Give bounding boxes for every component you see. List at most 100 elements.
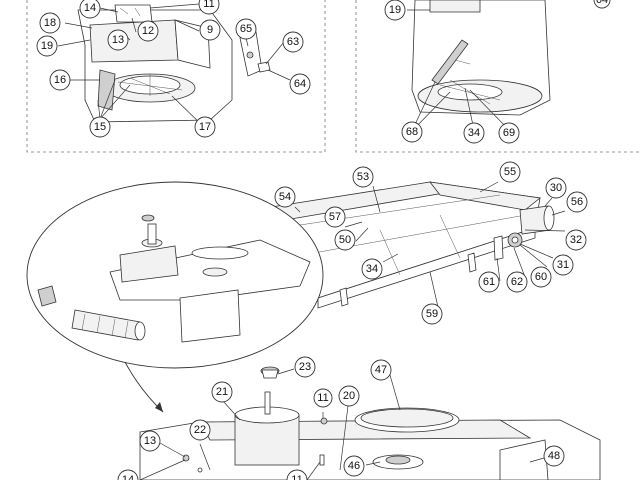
callout-label: 62 xyxy=(511,276,523,288)
callout-label: 57 xyxy=(329,211,341,223)
callout-circle xyxy=(39,12,61,34)
callout-circle xyxy=(211,381,233,403)
callout-label: 12 xyxy=(142,25,154,37)
callout-circle xyxy=(506,271,528,293)
callout-label: 46 xyxy=(348,460,360,472)
callout-label: 15 xyxy=(94,121,106,133)
callout-label: 18 xyxy=(44,17,56,29)
callout-circle xyxy=(137,20,159,42)
leader-lines xyxy=(57,3,566,480)
callout-30: 30 xyxy=(545,177,567,199)
callout-65: 65 xyxy=(235,18,257,40)
callout-17: 17 xyxy=(194,116,216,138)
callout-circle xyxy=(352,166,374,188)
callout-circle xyxy=(370,359,392,381)
callout-label: 34 xyxy=(366,263,378,275)
callout-circle xyxy=(384,0,406,21)
callout-9: 9 xyxy=(199,19,221,41)
callout-62: 62 xyxy=(506,271,528,293)
callout-circle xyxy=(139,430,161,452)
callout-circle xyxy=(343,455,365,477)
callout-label: 64 xyxy=(294,78,306,90)
callout-label: 31 xyxy=(557,259,569,271)
callout-59: 59 xyxy=(421,303,443,325)
callout-circle xyxy=(530,266,552,288)
callout-11: 11 xyxy=(313,388,333,408)
callout-label: 23 xyxy=(299,361,311,373)
callout-circle xyxy=(198,0,220,15)
callout-68: 68 xyxy=(401,121,423,143)
callout-11: 11 xyxy=(286,469,308,480)
callout-53: 53 xyxy=(352,166,374,188)
callout-18: 18 xyxy=(39,12,61,34)
callout-circle xyxy=(79,0,101,19)
callout-circle xyxy=(421,303,443,325)
callout-19: 19 xyxy=(384,0,406,21)
callout-label: 16 xyxy=(54,74,66,86)
callout-label: 60 xyxy=(535,271,547,283)
callout-label: 65 xyxy=(240,23,252,35)
callout-50: 50 xyxy=(334,229,356,251)
callout-circle xyxy=(499,161,521,183)
callout-48: 48 xyxy=(543,445,565,467)
callout-circle xyxy=(282,31,304,53)
callout-circle xyxy=(401,121,423,143)
callout-label: 59 xyxy=(426,308,438,320)
callout-13: 13 xyxy=(139,430,161,452)
callout-label: 19 xyxy=(389,4,401,16)
callout-label: 19 xyxy=(41,40,53,52)
callout-47: 47 xyxy=(370,359,392,381)
callout-12: 12 xyxy=(137,20,159,42)
callout-circle xyxy=(552,254,574,276)
callout-circle xyxy=(194,116,216,138)
callout-64: 64 xyxy=(593,0,611,9)
callout-56: 56 xyxy=(566,191,588,213)
callout-label: 34 xyxy=(468,127,480,139)
callout-label: 11 xyxy=(317,392,328,404)
callout-57: 57 xyxy=(324,206,346,228)
callout-label: 14 xyxy=(84,2,96,14)
callout-61: 61 xyxy=(478,271,500,293)
callout-label: 20 xyxy=(343,390,355,402)
callout-label: 22 xyxy=(194,424,206,436)
callout-circle xyxy=(294,356,316,378)
callout-circle xyxy=(107,29,129,51)
callout-label: 55 xyxy=(504,166,516,178)
callout-31: 31 xyxy=(552,254,574,276)
callout-label: 11 xyxy=(291,474,302,480)
callout-label: 50 xyxy=(339,234,351,246)
callout-label: 9 xyxy=(207,24,213,36)
callout-32: 32 xyxy=(565,229,587,251)
callout-label: 64 xyxy=(596,0,608,6)
callout-64: 64 xyxy=(289,73,311,95)
callout-circle xyxy=(566,191,588,213)
callout-circle xyxy=(49,69,71,91)
callout-label: 17 xyxy=(199,121,211,133)
callout-69: 69 xyxy=(498,122,520,144)
callout-label: 11 xyxy=(203,0,214,10)
callout-label: 30 xyxy=(550,182,562,194)
callout-circle xyxy=(36,35,58,57)
callout-34: 34 xyxy=(463,122,485,144)
callout-circle xyxy=(199,19,221,41)
callout-label: 13 xyxy=(144,435,156,447)
callout-34: 34 xyxy=(361,258,383,280)
callout-label: 53 xyxy=(357,171,369,183)
callout-label: 21 xyxy=(216,386,228,398)
callout-label: 47 xyxy=(375,364,387,376)
callout-16: 16 xyxy=(49,69,71,91)
callout-label: 56 xyxy=(571,196,583,208)
callout-label: 69 xyxy=(503,127,515,139)
callout-circle xyxy=(324,206,346,228)
callout-55: 55 xyxy=(499,161,521,183)
callout-circle xyxy=(593,0,611,9)
detail-arrow xyxy=(124,361,164,413)
callout-circle xyxy=(89,116,111,138)
callout-15: 15 xyxy=(89,116,111,138)
callout-circle xyxy=(189,419,211,441)
callout-circle xyxy=(286,469,308,480)
callout-22: 22 xyxy=(189,419,211,441)
callout-circle xyxy=(543,445,565,467)
top-right-detail-panel xyxy=(355,0,640,153)
callout-circle xyxy=(361,258,383,280)
